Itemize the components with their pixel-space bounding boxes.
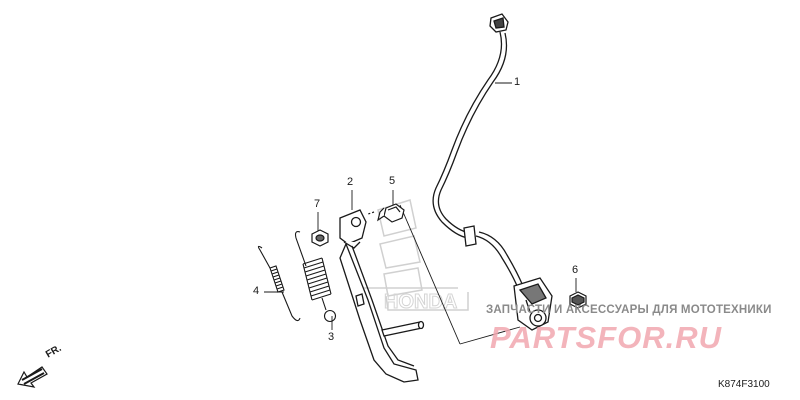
callout-3[interactable]: 3 bbox=[328, 331, 335, 343]
partsfor-logo-text: PARTSFOR.RU bbox=[490, 320, 723, 355]
inner-spring bbox=[294, 231, 337, 323]
partsfor-logo: PARTSFOR.RU bbox=[490, 320, 723, 355]
callout-2[interactable]: 2 bbox=[347, 176, 354, 188]
switch-bolt bbox=[569, 291, 587, 309]
callout-1[interactable]: 1 bbox=[514, 76, 521, 88]
front-direction-arrow bbox=[17, 366, 48, 388]
callout-5[interactable]: 5 bbox=[389, 175, 396, 187]
callout-7[interactable]: 7 bbox=[314, 198, 321, 210]
honda-logo-text: HONDA bbox=[384, 291, 457, 313]
lock-nut bbox=[311, 229, 329, 247]
leader-lines bbox=[264, 82, 577, 345]
callout-4[interactable]: 4 bbox=[253, 285, 260, 297]
side-stand bbox=[339, 209, 425, 383]
diagram-code: K874F3100 bbox=[718, 379, 770, 390]
side-stand-switch bbox=[432, 13, 553, 331]
outer-spring bbox=[257, 245, 301, 322]
callout-6[interactable]: 6 bbox=[572, 264, 579, 276]
pivot-bolt bbox=[367, 203, 405, 223]
watermark-text: ЗАПЧАСТИ И АКСЕССУАРЫ ДЛЯ МОТОТЕХНИКИ bbox=[486, 304, 772, 316]
honda-background-logo: HONDA bbox=[356, 199, 469, 314]
